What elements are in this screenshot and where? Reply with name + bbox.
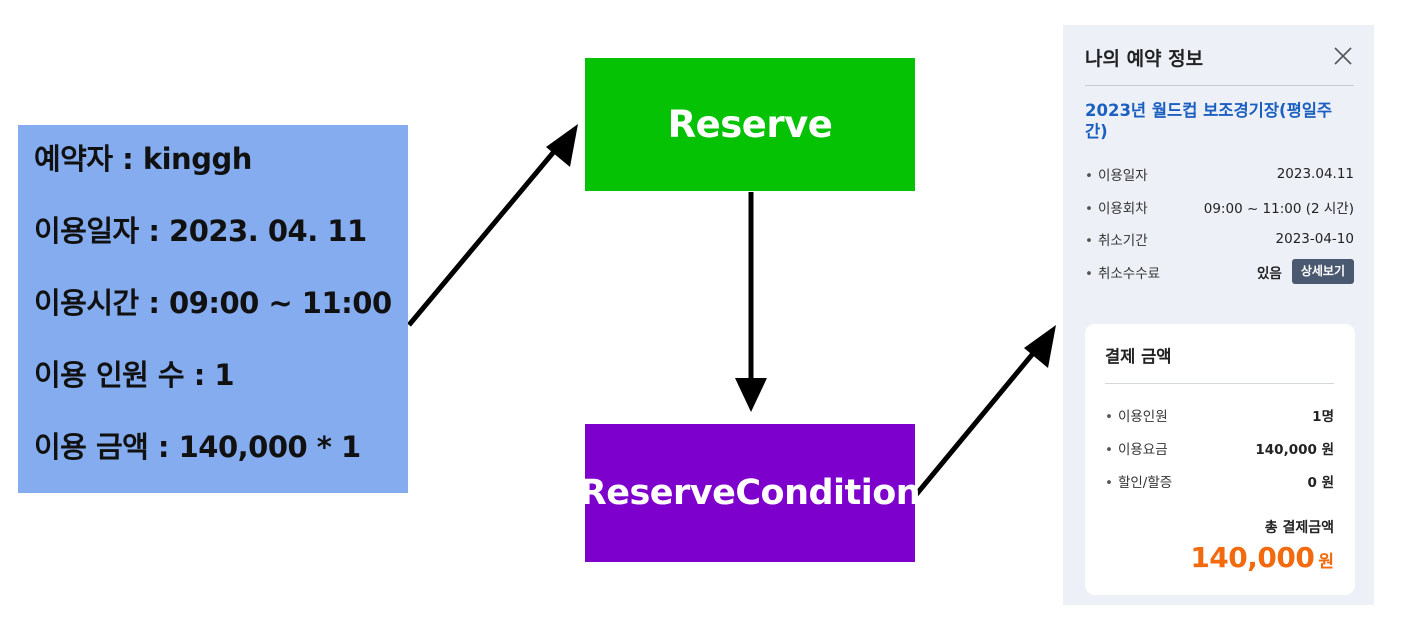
details-button[interactable]: 상세보기 (1291, 259, 1354, 285)
row-label: 이용일자 (1085, 164, 1148, 184)
event-title: 2023년 월드컵 보조경기장(평일주간) (1085, 101, 1333, 141)
row-label: 이용요금 (1105, 438, 1168, 458)
info-line-headcount: 이용 인원 수 : 1 (34, 358, 235, 392)
info-row-session: 이용회차 09:00 ~ 11:00 (2 시간) (1085, 191, 1354, 224)
node-reserve-condition: ReserveCondition (580, 424, 921, 562)
info-line-date: 이용일자 : 2023. 04. 11 (34, 214, 367, 248)
row-label: 할인/할증 (1105, 471, 1172, 491)
row-value: 2023-04-10 (1275, 231, 1354, 248)
reservation-input-box: 예약자 : kinggh 이용일자 : 2023. 04. 11 이용시간 : … (18, 125, 408, 493)
node-reserve: Reserve (585, 58, 915, 191)
info-line-time: 이용시간 : 09:00 ~ 11:00 (34, 286, 392, 320)
info-line-reserver: 예약자 : kinggh (34, 142, 252, 176)
reservation-info-panel: 나의 예약 정보 2023년 월드컵 보조경기장(평일주간) 이용일자 2023… (1063, 25, 1374, 605)
row-value: 140,000 원 (1255, 441, 1334, 458)
row-value: 1명 (1312, 408, 1334, 425)
arrow-info-to-reserve (407, 124, 578, 327)
payment-title: 결제 금액 (1105, 324, 1334, 384)
row-label: 취소수수료 (1085, 262, 1160, 282)
payment-row-headcount: 이용인원 1명 (1105, 398, 1334, 431)
row-value: 있음 (1256, 265, 1282, 282)
payment-row-discount: 할인/할증 0 원 (1105, 464, 1334, 497)
payment-card: 결제 금액 이용인원 1명 이용요금 140,000 원 할인/할증 0 원 총… (1085, 324, 1355, 595)
total-label: 총 결제금액 (1264, 520, 1334, 536)
close-icon[interactable] (1332, 45, 1354, 67)
row-label: 이용회차 (1085, 197, 1148, 217)
row-value: 2023.04.11 (1276, 166, 1354, 183)
total-amount: 140,000 (1190, 541, 1315, 574)
total-unit: 원 (1318, 552, 1334, 572)
row-label: 이용인원 (1105, 405, 1168, 425)
panel-title: 나의 예약 정보 (1085, 47, 1204, 70)
payment-row-fee: 이용요금 140,000 원 (1105, 431, 1334, 464)
info-line-amount: 이용 금액 : 140,000 * 1 (34, 430, 361, 464)
info-row-use-date: 이용일자 2023.04.11 (1085, 158, 1354, 191)
cancel-fee-value-group: 있음 상세보기 (1256, 259, 1354, 285)
info-row-cancel-period: 취소기간 2023-04-10 (1085, 223, 1354, 256)
row-value: 0 원 (1307, 474, 1334, 491)
row-value: 09:00 ~ 11:00 (2 시간) (1203, 200, 1354, 217)
row-label: 취소기간 (1085, 229, 1148, 249)
panel-header: 나의 예약 정보 (1085, 25, 1354, 86)
arrow-reserve-to-condition (735, 192, 767, 412)
info-row-cancel-fee: 취소수수료 있음 상세보기 (1085, 256, 1354, 289)
arrow-condition-to-panel (913, 325, 1056, 498)
